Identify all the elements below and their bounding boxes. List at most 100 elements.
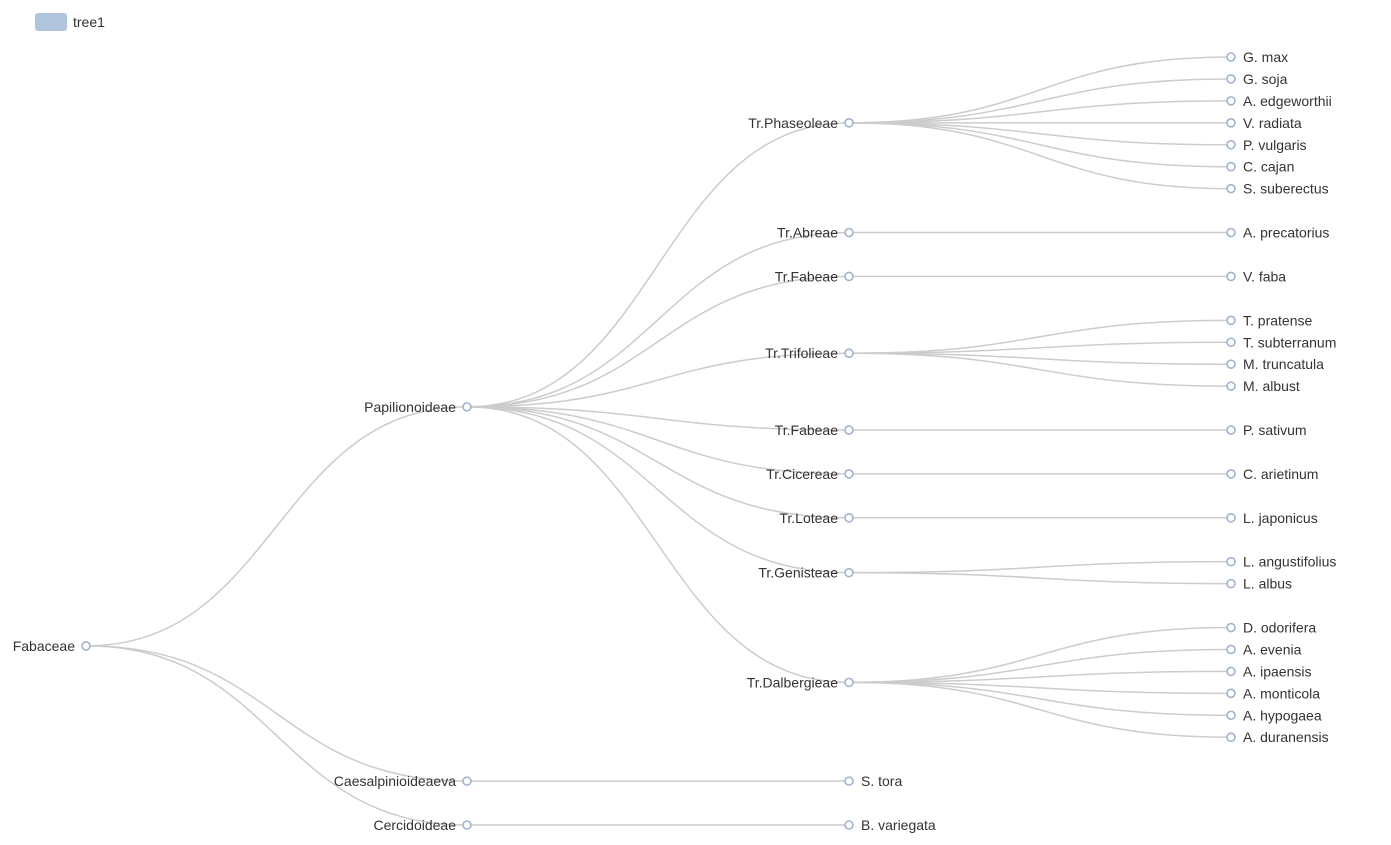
tree-node-s-tora[interactable]: S. tora bbox=[844, 773, 902, 789]
tree-node-t-pratense[interactable]: T. pratense bbox=[1226, 312, 1312, 328]
node-circle[interactable] bbox=[1226, 227, 1236, 238]
tree-edge bbox=[848, 78, 1232, 124]
tree-node-a-edgeworthii[interactable]: A. edgeworthii bbox=[1226, 93, 1332, 109]
node-label: G. soja bbox=[1243, 71, 1288, 87]
tree-node-l-albus[interactable]: L. albus bbox=[1226, 576, 1292, 592]
tree-node-fabaceae[interactable]: Fabaceae bbox=[13, 638, 91, 654]
node-circle[interactable] bbox=[1226, 183, 1236, 194]
node-label: S. suberectus bbox=[1243, 181, 1329, 197]
tree-node-b-variegata[interactable]: B. variegata bbox=[844, 817, 936, 833]
node-circle[interactable] bbox=[1226, 425, 1236, 435]
node-circle[interactable] bbox=[462, 402, 472, 412]
node-circle[interactable] bbox=[844, 271, 854, 282]
tree-edge bbox=[466, 406, 850, 684]
tree-node-l-japonicus[interactable]: L. japonicus bbox=[1226, 510, 1318, 526]
node-circle[interactable] bbox=[1226, 271, 1236, 282]
node-circle[interactable] bbox=[1226, 469, 1236, 479]
tree-node-g-max[interactable]: G. max bbox=[1226, 49, 1288, 65]
tree-node-p-vulgaris[interactable]: P. vulgaris bbox=[1226, 137, 1307, 153]
node-circle[interactable] bbox=[1226, 622, 1236, 633]
tree-edge bbox=[848, 56, 1232, 124]
tree-node-tr-fabeae[interactable]: Tr.Fabeae bbox=[775, 268, 854, 284]
node-label: A. monticola bbox=[1243, 685, 1320, 701]
node-label: B. variegata bbox=[861, 817, 936, 833]
node-circle[interactable] bbox=[81, 641, 91, 651]
tree-node-a-monticola[interactable]: A. monticola bbox=[1226, 685, 1320, 701]
legend[interactable]: tree1 bbox=[35, 12, 105, 32]
tree-node-t-subterranum[interactable]: T. subterranum bbox=[1226, 334, 1336, 350]
tree-edge bbox=[848, 648, 1232, 684]
node-circle[interactable] bbox=[1226, 359, 1236, 370]
tree-node-c-cajan[interactable]: C. cajan bbox=[1226, 159, 1294, 175]
tree-edge bbox=[848, 341, 1232, 354]
node-circle[interactable] bbox=[844, 776, 854, 786]
node-circle[interactable] bbox=[844, 469, 854, 479]
tree-node-tr-genisteae[interactable]: Tr.Genisteae bbox=[758, 565, 854, 581]
tree-node-a-duranensis[interactable]: A. duranensis bbox=[1226, 729, 1329, 745]
tree-node-tr-fabeae[interactable]: Tr.Fabeae bbox=[775, 422, 854, 438]
node-circle[interactable] bbox=[844, 348, 854, 359]
tree-node-v-faba[interactable]: V. faba bbox=[1226, 268, 1286, 284]
node-circle[interactable] bbox=[844, 820, 854, 830]
tree-node-c-arietinum[interactable]: C. arietinum bbox=[1226, 466, 1318, 482]
node-label: T. pratense bbox=[1243, 312, 1312, 328]
tree-node-tr-dalbergieae[interactable]: Tr.Dalbergieae bbox=[747, 674, 854, 690]
tree-node-g-soja[interactable]: G. soja bbox=[1226, 71, 1288, 87]
node-label: A. precatorius bbox=[1243, 225, 1329, 241]
node-circle[interactable] bbox=[844, 567, 854, 578]
tree-node-tr-loteae[interactable]: Tr.Loteae bbox=[779, 510, 854, 526]
tree-node-a-evenia[interactable]: A. evenia bbox=[1226, 641, 1302, 657]
node-circle[interactable] bbox=[844, 425, 854, 435]
node-circle[interactable] bbox=[1226, 96, 1236, 106]
tree-node-tr-phaseoleae[interactable]: Tr.Phaseoleae bbox=[748, 115, 854, 131]
tree-node-s-suberectus[interactable]: S. suberectus bbox=[1226, 181, 1329, 197]
node-circle[interactable] bbox=[1226, 52, 1236, 62]
node-circle[interactable] bbox=[1226, 578, 1236, 589]
tree-node-l-angustifolius[interactable]: L. angustifolius bbox=[1226, 554, 1336, 570]
node-label: M. truncatula bbox=[1243, 356, 1324, 372]
node-circle[interactable] bbox=[1226, 381, 1236, 391]
tree-node-m-albust[interactable]: M. albust bbox=[1226, 378, 1300, 394]
node-label: Tr.Cicereae bbox=[766, 466, 838, 482]
node-circle[interactable] bbox=[844, 227, 854, 238]
node-circle[interactable] bbox=[1226, 512, 1236, 523]
tree-node-v-radiata[interactable]: V. radiata bbox=[1226, 115, 1302, 131]
node-circle[interactable] bbox=[1226, 556, 1236, 567]
node-circle[interactable] bbox=[1226, 139, 1236, 150]
node-circle[interactable] bbox=[844, 512, 854, 523]
tree-node-tr-abreae[interactable]: Tr.Abreae bbox=[777, 225, 854, 241]
tree-node-d-odorifera[interactable]: D. odorifera bbox=[1226, 620, 1316, 636]
tree-node-tr-cicereae[interactable]: Tr.Cicereae bbox=[766, 466, 854, 482]
tree-node-caesalpinioideaeva[interactable]: Caesalpinioideaeva bbox=[334, 773, 472, 789]
tree-node-a-precatorius[interactable]: A. precatorius bbox=[1226, 225, 1329, 241]
node-circle[interactable] bbox=[844, 118, 854, 128]
tree-node-tr-trifolieae[interactable]: Tr.Trifolieae bbox=[765, 345, 854, 361]
tree-node-a-hypogaea[interactable]: A. hypogaea bbox=[1226, 707, 1322, 723]
tree-edge bbox=[848, 352, 1232, 387]
node-circle[interactable] bbox=[1226, 732, 1236, 743]
node-circle[interactable] bbox=[462, 776, 472, 786]
tree-edge bbox=[848, 670, 1232, 684]
node-circle[interactable] bbox=[1226, 74, 1236, 84]
node-circle[interactable] bbox=[1226, 315, 1236, 326]
node-circle[interactable] bbox=[462, 820, 472, 830]
node-label: Tr.Fabeae bbox=[775, 268, 839, 284]
tree-edge bbox=[85, 645, 468, 782]
node-circle[interactable] bbox=[844, 677, 854, 688]
node-circle[interactable] bbox=[1226, 337, 1236, 348]
node-label: Tr.Abreae bbox=[777, 225, 838, 241]
tree-node-p-sativum[interactable]: P. sativum bbox=[1226, 422, 1307, 438]
node-circle[interactable] bbox=[1226, 688, 1236, 699]
node-circle[interactable] bbox=[1226, 710, 1236, 721]
node-circle[interactable] bbox=[1226, 118, 1236, 128]
tree-node-a-ipaensis[interactable]: A. ipaensis bbox=[1226, 663, 1311, 679]
tree-node-cercidoideae[interactable]: Cercidoideae bbox=[374, 817, 472, 833]
tree-edge bbox=[848, 681, 1232, 738]
tree-node-m-truncatula[interactable]: M. truncatula bbox=[1226, 356, 1324, 372]
node-circle[interactable] bbox=[1226, 644, 1236, 655]
node-circle[interactable] bbox=[1226, 666, 1236, 677]
tree-node-papilionoideae[interactable]: Papilionoideae bbox=[364, 399, 472, 415]
node-label: Papilionoideae bbox=[364, 399, 456, 415]
node-circle[interactable] bbox=[1226, 161, 1236, 172]
